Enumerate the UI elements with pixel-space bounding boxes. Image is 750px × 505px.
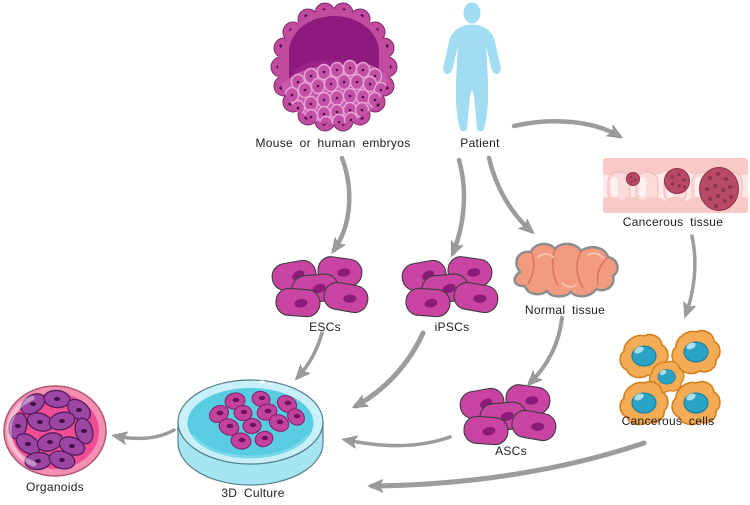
- embryo-label: Mouse or human embryos: [255, 136, 411, 150]
- patient-label: Patient: [460, 136, 500, 150]
- arrow-normal-tissue-to-ascs: [530, 316, 564, 383]
- normal-tissue-label: Normal tissue: [524, 303, 606, 317]
- culture-dish-illustration: [177, 379, 324, 486]
- cancerous-tissue-illustration: [603, 158, 748, 213]
- arrow-escs-to-culture: [298, 331, 324, 377]
- arrow-embryo-to-escs: [334, 155, 352, 250]
- culture-label: 3D Culture: [221, 486, 285, 500]
- arrow-patient-to-ipscs: [450, 157, 467, 253]
- tumor-small: [626, 172, 640, 186]
- arrow-patient-to-cancerous-tissue: [511, 118, 619, 136]
- ascs-illustration: [457, 382, 559, 447]
- arrow-ipscs-to-culture: [356, 330, 426, 409]
- arrow-cancerous-tissue-to-cancerous-cells: [686, 234, 697, 314]
- arrow-patient-to-normal-tissue: [486, 155, 531, 231]
- cancerous-cells-illustration: [619, 329, 721, 426]
- normal-tissue-illustration: [513, 242, 619, 298]
- tumor-large: [699, 167, 739, 211]
- cancerous-tissue-label: Cancerous tissue: [622, 215, 724, 229]
- ipscs-label: iPSCs: [434, 320, 470, 334]
- escs-illustration: [269, 254, 371, 319]
- arrow-ascs-to-culture: [346, 435, 452, 446]
- organoids-illustration: [3, 385, 107, 477]
- ipscs-illustration: [399, 254, 501, 319]
- tumor-medium: [664, 168, 690, 194]
- patient-illustration: [443, 2, 501, 132]
- ascs-label: ASCs: [495, 444, 527, 458]
- dish-cells: [208, 390, 305, 450]
- arrow-culture-to-organoids: [116, 428, 176, 438]
- organoids-label: Organoids: [25, 480, 85, 494]
- cancerous-cells-label: Cancerous cells: [621, 414, 715, 428]
- arrow-cancerous-cells-to-culture: [372, 440, 647, 486]
- escs-label: ESCs: [309, 320, 341, 334]
- embryo-illustration: [270, 2, 398, 132]
